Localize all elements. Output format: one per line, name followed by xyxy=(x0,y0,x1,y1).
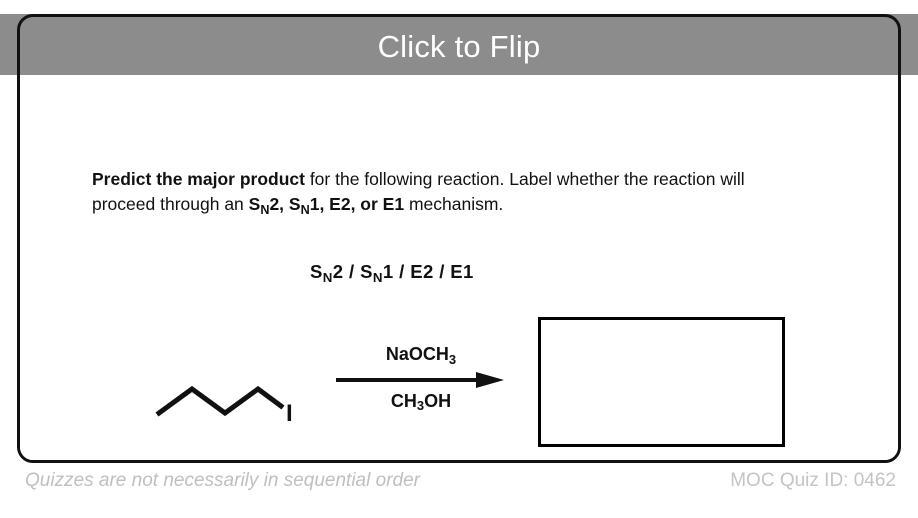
reagent-below-suffix: OH xyxy=(424,390,452,411)
reagent-below-arrow: CH3OH xyxy=(336,390,506,414)
flashcard[interactable]: Click to Flip Predict the major product … xyxy=(17,14,901,463)
sn2-number: 2, xyxy=(269,194,289,215)
card-footer: Quizzes are not necessarily in sequentia… xyxy=(0,470,918,510)
question-text-tail: mechanism. xyxy=(404,194,504,215)
product-answer-box[interactable] xyxy=(538,317,785,447)
sn1-letter: S xyxy=(288,194,301,215)
mechanism-choices: SN2 / SN1 / E2 / E1 xyxy=(310,261,474,285)
reagent-conditions: NaOCH3 CH3OH xyxy=(336,344,506,414)
reagent-below-subscript: 3 xyxy=(416,398,425,414)
click-to-flip-label: Click to Flip xyxy=(377,28,541,64)
choice-e2: E2 xyxy=(410,261,434,282)
reagent-above-formula: NaOCH xyxy=(385,344,449,364)
reaction-arrow xyxy=(336,371,504,389)
choice-separator-1: / xyxy=(349,261,361,282)
question-prompt: Predict the major product for the follow… xyxy=(92,167,772,218)
choice-sn2: SN2 xyxy=(310,261,344,285)
reagent-above-subscript: 3 xyxy=(448,351,457,367)
choice-sn2-subscript: N xyxy=(322,269,333,285)
substrate-skeleton-icon: I xyxy=(155,385,293,427)
sn1-subscript: N xyxy=(300,202,310,217)
substrate-structure: I xyxy=(153,363,303,430)
question-mechanism-sn1: SN1, E2, or E1 xyxy=(288,194,405,217)
reaction-arrow-icon xyxy=(336,372,504,388)
footer-note: Quizzes are not necessarily in sequentia… xyxy=(25,470,420,491)
iodine-label: I xyxy=(286,400,293,425)
card-header[interactable]: Click to Flip xyxy=(20,17,898,75)
choice-sn1-subscript: N xyxy=(372,269,383,285)
question-mechanism-sn2: SN2, xyxy=(248,194,289,217)
header-background-band xyxy=(0,14,918,75)
choice-e1: E1 xyxy=(450,261,474,282)
choice-separator-3: / xyxy=(439,261,451,282)
choice-sn1: SN1 xyxy=(360,261,394,285)
reagent-above-arrow: NaOCH3 xyxy=(336,344,506,367)
sn2-letter: S xyxy=(248,194,261,215)
reagent-below-formula: CH xyxy=(390,390,417,411)
footer-quiz-id: MOC Quiz ID: 0462 xyxy=(730,470,896,491)
question-text-after-lead: for the following reaction. Label whethe… xyxy=(92,169,745,215)
sn2-subscript: N xyxy=(260,202,270,217)
choice-separator-2: / xyxy=(399,261,411,282)
question-bold-lead: Predict the major product xyxy=(92,169,305,189)
card-body: Predict the major product for the follow… xyxy=(20,75,898,460)
reaction-scheme: I NaOCH3 CH3OH xyxy=(20,75,898,460)
sn1-number: 1, E2, or E1 xyxy=(309,194,405,215)
